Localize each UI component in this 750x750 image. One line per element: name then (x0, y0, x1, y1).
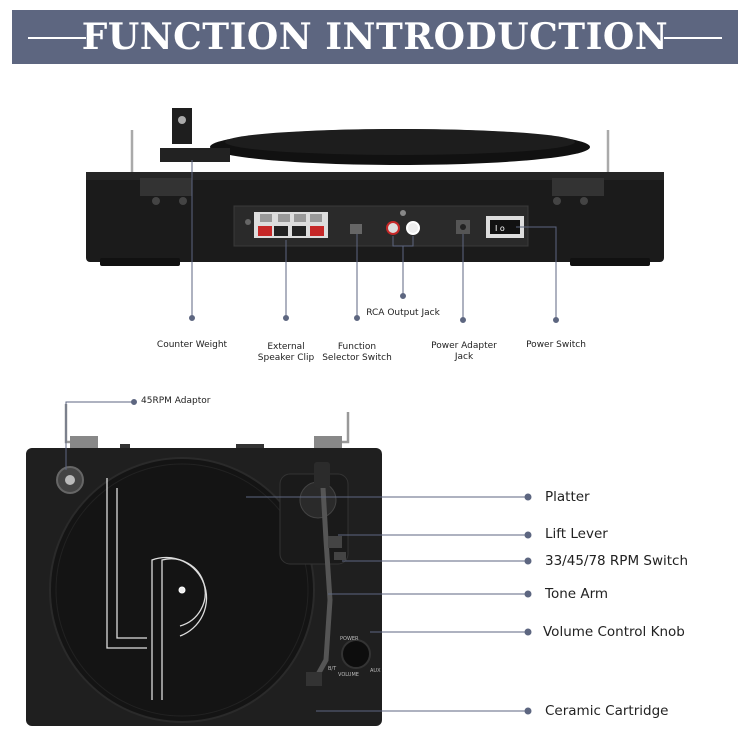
label-lift-lever: Lift Lever (545, 526, 608, 542)
label-external-speaker-clip: External Speaker Clip (244, 342, 328, 364)
tone-arm (313, 467, 333, 681)
turntable-top-view: POWER AUX VOLUME B/T (26, 404, 382, 726)
label-external-speaker-clip-line1: External (267, 342, 305, 352)
turntable-rear-view: I o (86, 108, 664, 266)
panel-text-aux: AUX (370, 668, 381, 674)
ceramic-cartridge (306, 672, 322, 686)
page-title: FUNCTION INTRODUCTION (81, 16, 669, 58)
panel-text-power: POWER (340, 636, 359, 642)
function-selector-switch (350, 224, 362, 234)
lift-lever (328, 536, 342, 548)
label-function-selector-line2: Selector Switch (322, 353, 392, 363)
banner-rule-left (28, 37, 86, 39)
label-power-adapter-line1: Power Adapter (431, 341, 497, 351)
top-callouts (65, 399, 532, 715)
label-platter: Platter (545, 489, 590, 505)
label-tone-arm: Tone Arm (545, 586, 609, 602)
label-rpm-switch: 33/45/78 RPM Switch (545, 553, 689, 569)
label-45rpm-adaptor: 45RPM Adaptor (141, 396, 211, 406)
rear-counter-weight (172, 108, 192, 144)
rpm-switch (334, 552, 346, 560)
rca-jack-white (406, 221, 420, 235)
label-ceramic-cartridge: Ceramic Cartridge (545, 703, 669, 719)
banner-rule-right (664, 37, 722, 39)
panel-text-bt: B/T (328, 666, 337, 672)
label-function-selector-line1: Function (337, 342, 377, 352)
panel-text-volume: VOLUME (338, 672, 359, 678)
rca-jack-red (386, 221, 400, 235)
label-rca-output-jack: RCA Output Jack (366, 308, 440, 318)
svg-text:I o: I o (495, 224, 505, 233)
label-volume-control-knob: Volume Control Knob (543, 624, 685, 640)
volume-control-knob (341, 639, 371, 669)
label-power-adapter-line2: Jack (454, 352, 474, 362)
label-power-switch: Power Switch (526, 340, 586, 350)
label-function-selector-switch: Function Selector Switch (314, 342, 400, 364)
label-external-speaker-clip-line2: Speaker Clip (257, 353, 315, 363)
label-counter-weight: Counter Weight (156, 340, 228, 350)
rear-callouts (189, 160, 559, 323)
title-banner: FUNCTION INTRODUCTION (12, 10, 738, 64)
label-power-adapter-jack: Power Adapter Jack (422, 341, 506, 363)
